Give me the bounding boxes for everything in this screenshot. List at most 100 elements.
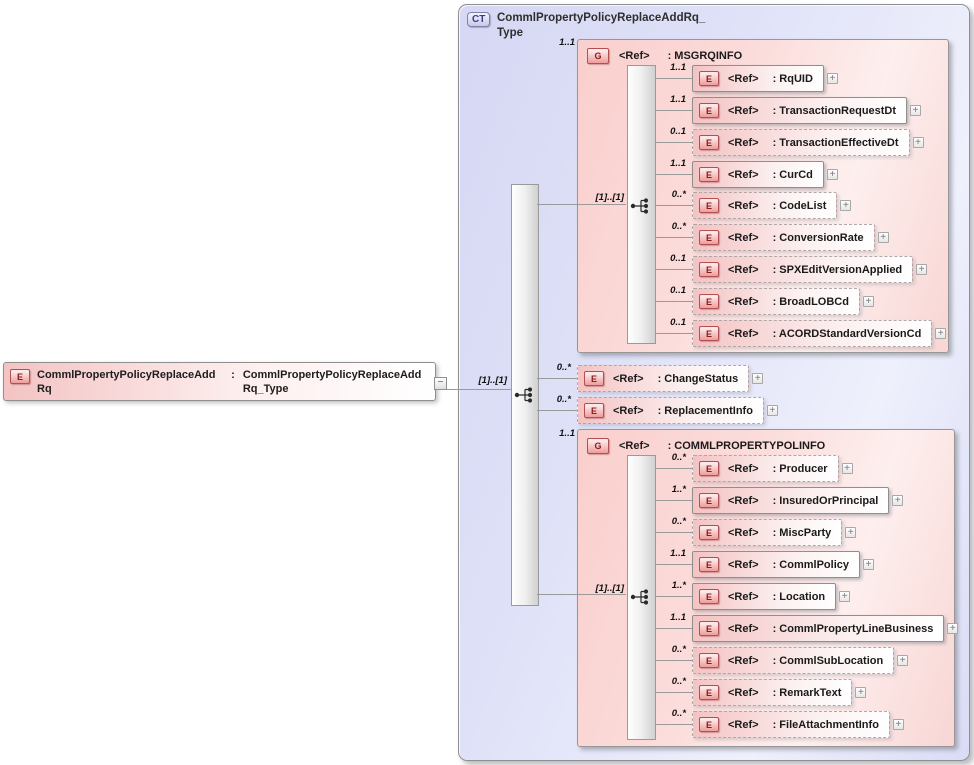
element-box[interactable]: E<Ref>: ChangeStatus: [577, 365, 750, 392]
element-name: : FileAttachmentInfo: [772, 718, 879, 731]
connector-line: [537, 594, 626, 595]
element-box[interactable]: E<Ref>: ACORDStandardVersionCd: [692, 320, 933, 347]
expand-icon[interactable]: +: [897, 655, 909, 666]
element-name: : RemarkText: [772, 686, 842, 699]
element-box[interactable]: E<Ref>: FileAttachmentInfo: [692, 711, 890, 738]
expand-icon[interactable]: +: [916, 264, 928, 275]
expand-icon[interactable]: +: [752, 373, 764, 384]
cardinality-label: 0..*: [671, 676, 686, 687]
connector-line: [537, 410, 577, 411]
expand-icon[interactable]: +: [826, 73, 838, 84]
ref-label: <Ref>: [728, 718, 759, 731]
element-row--conversionrate: 0..* E<Ref>: ConversionRate+: [656, 221, 889, 251]
element-box[interactable]: E<Ref>: CommlSubLocation: [692, 647, 895, 674]
element-box[interactable]: E<Ref>: TransactionRequestDt: [692, 97, 908, 124]
element-box[interactable]: E<Ref>: RqUID: [692, 65, 824, 92]
element-box[interactable]: E<Ref>: CommlPolicy: [692, 551, 860, 578]
expand-icon[interactable]: +: [892, 495, 904, 506]
connector-line: [656, 301, 692, 302]
element-box[interactable]: E<Ref>: CommlPropertyLineBusiness: [692, 615, 945, 642]
element-name: : ChangeStatus: [657, 372, 739, 385]
connector-line: [656, 110, 692, 111]
connector-line: [656, 564, 692, 565]
element-box[interactable]: E<Ref>: MiscParty: [692, 519, 843, 546]
element-row--codelist: 0..*E<Ref>: CodeList+: [656, 189, 852, 219]
expand-icon[interactable]: +: [845, 527, 857, 538]
expand-icon[interactable]: +: [766, 405, 778, 416]
expand-icon[interactable]: +: [910, 105, 922, 116]
connector-line: [656, 142, 692, 143]
element-box[interactable]: E<Ref>: SPXEditVersionApplied: [692, 256, 914, 283]
ref-label: <Ref>: [728, 136, 759, 149]
element-badge: E: [699, 294, 719, 309]
expand-icon[interactable]: +: [839, 591, 851, 602]
expand-icon[interactable]: +: [877, 232, 889, 243]
element-name: : RqUID: [772, 72, 813, 85]
expand-icon[interactable]: +: [840, 200, 852, 211]
cardinality-label: [1]..[1]: [595, 192, 625, 203]
collapse-icon[interactable]: −: [434, 377, 447, 390]
cardinality-label: 1..*: [671, 580, 686, 591]
ref-label: <Ref>: [613, 372, 644, 385]
element-name: : MiscParty: [772, 526, 832, 539]
element-box[interactable]: E<Ref>: Producer: [692, 455, 839, 482]
cardinality-label: 0..*: [671, 644, 686, 655]
expand-icon[interactable]: +: [841, 463, 853, 474]
connector-line: [447, 389, 511, 390]
complex-type-box: CT CommlPropertyPolicyReplaceAddRq_Type …: [458, 4, 970, 761]
element-badge: E: [699, 103, 719, 118]
cardinality-label: 1..1: [670, 158, 686, 169]
group-badge: G: [587, 438, 609, 454]
element-row--replacementinfo: 0..* E<Ref>: ReplacementInfo+: [537, 394, 778, 424]
element-box[interactable]: E<Ref>: CurCd: [692, 161, 824, 188]
expand-icon[interactable]: +: [935, 328, 947, 339]
element-row--commlpolicy: 1..1 E<Ref>: CommlPolicy+: [656, 548, 874, 578]
expand-icon[interactable]: +: [862, 296, 874, 307]
cardinality-label: 0..*: [671, 221, 686, 232]
expand-icon[interactable]: +: [892, 719, 904, 730]
ref-label: <Ref>: [728, 295, 759, 308]
element-box[interactable]: E<Ref>: RemarkText: [692, 679, 853, 706]
connector-line: [656, 237, 692, 238]
element-box[interactable]: E<Ref>: Location: [692, 583, 837, 610]
group-badge: G: [587, 48, 609, 64]
connector-line: [656, 468, 692, 469]
expand-icon[interactable]: +: [826, 169, 838, 180]
ref-label: <Ref>: [728, 263, 759, 276]
connector-line: [537, 378, 577, 379]
expand-icon[interactable]: +: [862, 559, 874, 570]
expand-icon[interactable]: +: [947, 623, 959, 634]
cardinality-label: 0..*: [671, 708, 686, 719]
cardinality-label: 0..1: [670, 253, 686, 264]
element-badge: E: [10, 369, 30, 384]
cardinality-label: 1..1: [670, 548, 686, 559]
element-box[interactable]: E<Ref>: CodeList: [692, 192, 838, 219]
connector-line: [656, 205, 692, 206]
element-box[interactable]: E<Ref>: InsuredOrPrincipal: [692, 487, 890, 514]
element-badge: E: [699, 525, 719, 540]
element-box[interactable]: E <Ref> : BroadLOBCd: [692, 288, 860, 315]
element-name: : SPXEditVersionApplied: [772, 263, 903, 276]
element-box[interactable]: E<Ref>: ConversionRate: [692, 224, 875, 251]
element-badge: E: [699, 461, 719, 476]
element-name: : BroadLOBCd: [772, 295, 849, 308]
element-badge: E: [699, 621, 719, 636]
element-name: : ConversionRate: [772, 231, 864, 244]
cardinality-label: 0..*: [556, 394, 571, 405]
element-box[interactable]: E<Ref>: TransactionEffectiveDt: [692, 129, 910, 156]
element-badge: E: [584, 403, 604, 418]
root-element-box[interactable]: E CommlPropertyPolicyReplaceAddRq : Comm…: [3, 362, 436, 401]
element-badge: E: [699, 326, 719, 341]
expand-icon[interactable]: +: [912, 137, 924, 148]
element-box[interactable]: E<Ref>: ReplacementInfo: [577, 397, 764, 424]
cardinality-label: [1]..[1]: [478, 375, 508, 386]
connector-line: [656, 500, 692, 501]
ref-label: <Ref>: [728, 104, 759, 117]
expand-icon[interactable]: +: [855, 687, 867, 698]
element-badge: E: [699, 493, 719, 508]
